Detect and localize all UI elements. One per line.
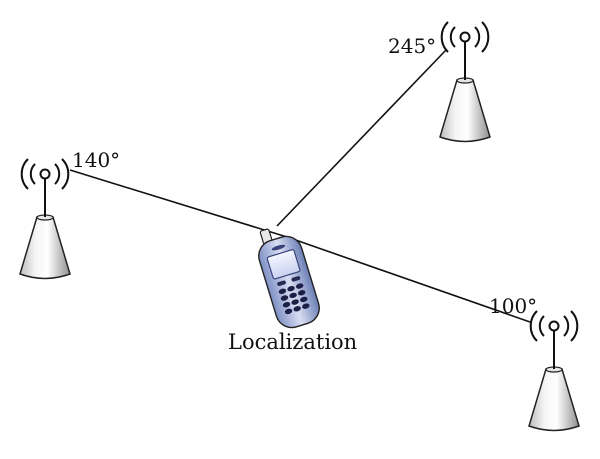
diagram-caption: Localization: [228, 330, 358, 354]
angle-label-top-right: 245°: [388, 34, 437, 58]
tower-bottom-right-icon: [528, 310, 580, 432]
signal-line-left: [69, 169, 288, 238]
mobile-phone-icon: [258, 228, 320, 329]
signal-line-top-right: [276, 49, 447, 227]
tower-left-icon: [19, 158, 71, 280]
angle-label-left: 140°: [72, 148, 121, 172]
signal-line-bottom-right: [286, 236, 531, 323]
tower-top-right-icon: [439, 21, 491, 143]
angle-label-bottom-right: 100°: [489, 294, 538, 318]
